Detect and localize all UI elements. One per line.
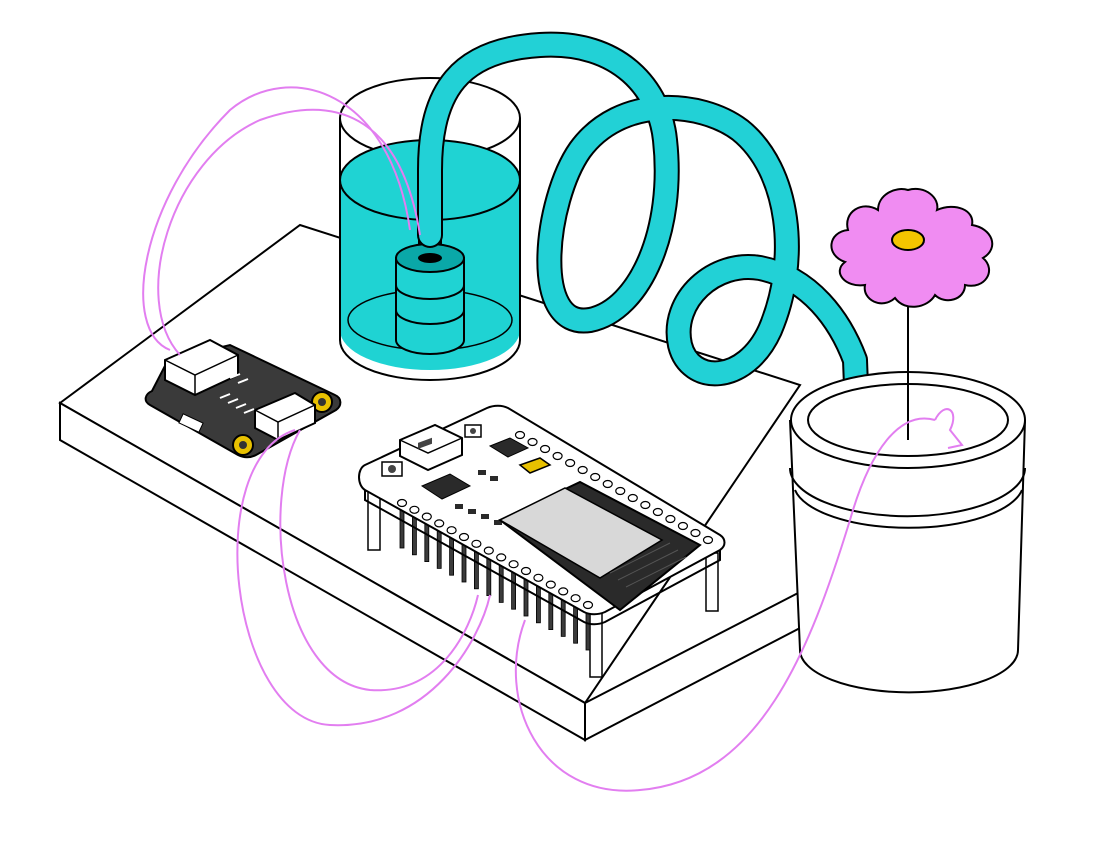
- pin-hole: [552, 451, 563, 461]
- pin-hole: [627, 493, 638, 503]
- pin-hole: [652, 507, 663, 517]
- pin-hole: [409, 505, 420, 514]
- pin-hole: [558, 587, 569, 596]
- pin-hole: [496, 553, 507, 562]
- pin-hole: [577, 465, 588, 475]
- pin-hole: [602, 479, 613, 489]
- pin-hole: [527, 437, 538, 447]
- pin-hole: [640, 500, 651, 510]
- pin-hole: [458, 532, 470, 542]
- plant-pot: [789, 371, 1026, 694]
- pin-hole: [421, 512, 432, 521]
- pin-hole: [545, 580, 556, 589]
- pin-hole: [396, 498, 408, 508]
- flower: [830, 187, 994, 440]
- relay-module: [144, 338, 342, 459]
- submersible-pump: [395, 232, 465, 355]
- pin-hole: [677, 521, 689, 531]
- pin-hole: [520, 566, 532, 576]
- pin-hole: [590, 472, 601, 482]
- pin-hole: [570, 594, 581, 603]
- wires: [142, 86, 936, 792]
- pin-hole: [665, 514, 676, 524]
- pin-hole: [471, 539, 482, 548]
- pin-hole: [446, 526, 457, 535]
- pin-hole: [582, 600, 594, 610]
- pin-hole: [539, 444, 551, 454]
- pin-hole: [508, 560, 519, 569]
- pin-hole: [615, 486, 626, 496]
- pin-hole: [565, 458, 576, 468]
- pin-hole: [434, 519, 445, 528]
- soil-probe: [934, 408, 964, 449]
- pin-hole: [514, 430, 526, 440]
- pin-hole: [483, 546, 494, 555]
- pin-hole: [690, 528, 701, 538]
- microcontroller-board: [358, 404, 726, 678]
- pin-hole: [533, 573, 544, 582]
- pin-hole: [702, 535, 714, 545]
